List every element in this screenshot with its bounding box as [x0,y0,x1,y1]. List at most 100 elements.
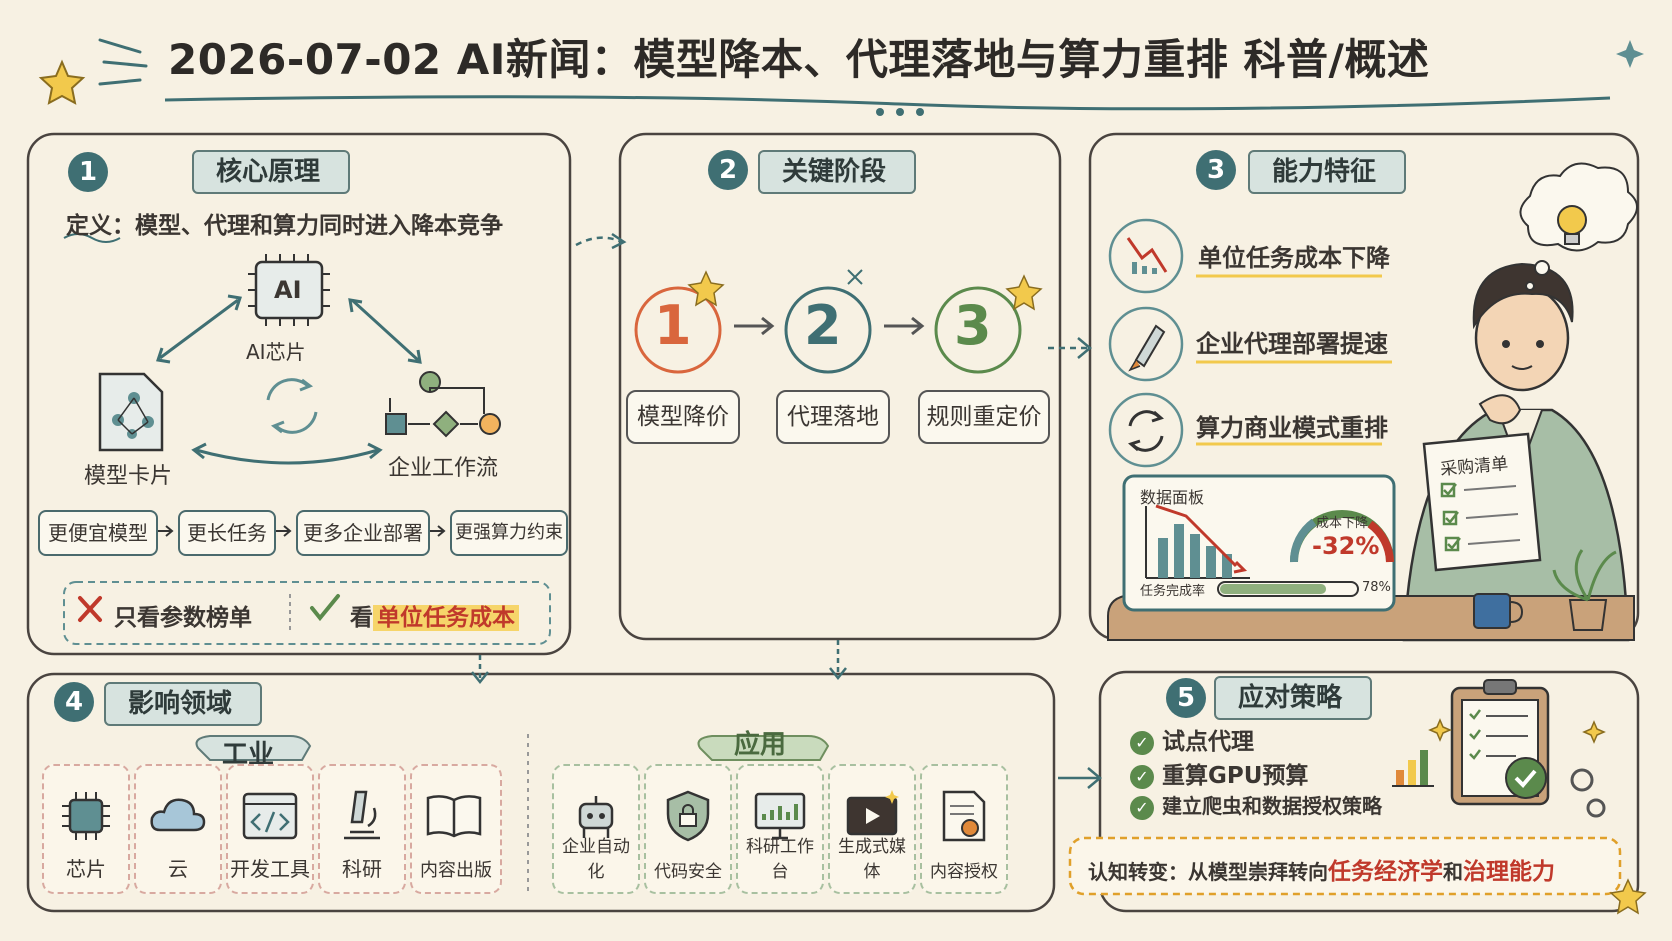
cognition-shift-text: 认知转变：从模型崇拜转向任务经济学和治理能力 [1088,852,1555,886]
chip-icon [62,792,110,840]
cloud-icon [150,798,206,832]
title-underline [164,95,1611,111]
progress-fill [1220,584,1327,594]
app-tile-code-security: 代码安全 [644,764,732,894]
panel1-definition: 定义：模型、代理和算力同时进入降本竞争 [66,213,503,239]
panel1-number-badge: 1 [68,152,108,192]
mug-icon [1473,593,1524,629]
plant-icon [1552,549,1617,631]
bar-chart-icon [1392,750,1434,787]
industry-label-chip: 芯片 [66,857,106,881]
flow-step-1: 更便宜模型 [38,510,158,556]
star-icon [1609,878,1647,915]
checklist-title: 采购清单 [1439,454,1509,480]
panel5-number-badge: 5 [1166,678,1206,718]
trend-down-icon [1126,237,1168,273]
lightbulb-icon [1557,205,1587,245]
feature-icon-frame [1108,218,1184,294]
dashboard-title: 数据面板 [1140,488,1205,507]
industry-tile-publishing: 内容出版 [410,764,502,894]
star-icon [1005,274,1043,311]
sparkle-icon [1616,40,1644,68]
sparkle-icon [1428,718,1452,742]
check-circle-icon: ✓ [1130,730,1154,755]
app-tile-research-workbench: 科研工作台 [736,764,824,894]
app-label-automation: 企业自动化 [562,837,630,882]
industry-label-cloud: 云 [168,857,188,881]
code-window-icon [242,792,298,840]
panel3-heading: 能力特征 [1248,150,1407,194]
monitor-chart-icon [754,792,806,840]
star-icon [38,59,86,105]
node-model-card-label: 模型卡片 [84,464,173,489]
panel2-frame [618,132,1062,641]
industry-tile-chip: 芯片 [42,764,130,894]
industry-tile-devtools: 开发工具 [226,764,314,894]
industry-label-publishing: 内容出版 [420,860,492,881]
industry-label-research: 科研 [342,857,382,881]
gear-icon [1570,768,1606,818]
strategy-item-3: ✓ 建立爬虫和数据授权策略 [1130,790,1382,820]
progress-value: 78% [1362,580,1391,595]
panel4-heading: 影响领域 [104,682,263,726]
app-label-research-workbench: 科研工作台 [746,837,814,882]
panel4-number-badge: 4 [54,682,94,722]
shield-lock-icon [666,790,710,842]
industry-label-devtools: 开发工具 [230,857,310,881]
sparkle-icon [1582,720,1606,744]
stage1-label: 模型降价 [626,390,740,444]
strategy-item-3-label: 建立爬虫和数据授权策略 [1162,794,1382,818]
video-play-icon [846,790,899,836]
stage2-label: 代理落地 [776,390,890,444]
progress-label: 任务完成率 [1140,584,1206,599]
check-circle-icon: ✓ [1130,795,1154,820]
cognition-shift-prefix: 认知转变：从模型崇拜转向 [1088,860,1328,884]
refresh-icon [1128,410,1164,452]
stage2-number: 2 [804,294,842,357]
cognition-shift-mid: 和 [1443,860,1463,884]
page-title: 2026-07-02 AI新闻：模型降本、代理落地与算力重排 科普/概述 [168,35,1430,84]
app-tile-automation: 企业自动化 [552,764,640,894]
microscope-icon [344,790,380,840]
strategy-item-1: ✓ 试点代理 [1130,722,1254,756]
strategy-item-1-label: 试点代理 [1162,729,1254,755]
strategy-item-2-label: 重算GPU预算 [1162,763,1309,789]
strategy-item-2: ✓ 重算GPU预算 [1130,756,1308,790]
robot-icon [578,796,614,838]
cycle-icon [266,378,318,434]
feature-2: 企业代理部署提速 [1196,330,1388,358]
panel2-heading: 关键阶段 [758,150,917,194]
flow-step-2: 更长任务 [178,510,276,556]
app-label: 应用 [734,730,787,760]
model-card-icon [98,372,164,452]
panel3-number-badge: 3 [1196,150,1236,190]
panel5-heading: 应对策略 [1214,676,1373,720]
stage3-label: 规则重定价 [918,390,1050,444]
industry-tile-research: 科研 [318,764,406,894]
app-tile-generative-media: 生成式媒体 [828,764,916,894]
check-circle-icon: ✓ [1130,764,1154,789]
panel1-heading: 核心原理 [192,150,351,194]
rocket-icon [1134,324,1166,368]
flow-step-3: 更多企业部署 [296,510,430,556]
app-label-code-security: 代码安全 [654,862,722,882]
wrong-approach-label: 只看参数榜单 [114,605,252,631]
node-workflow-label: 企业工作流 [388,456,499,481]
thought-bubble [1519,162,1638,291]
stage3-number: 3 [954,294,992,357]
right-approach-highlight: 单位任务成本 [373,605,519,631]
stage1-number: 1 [654,294,692,357]
node-ai-chip-label: AI芯片 [246,340,306,364]
flow-step-4: 更强算力约束 [450,510,568,556]
gauge-label: 成本下降 [1316,516,1369,531]
cognition-shift-highlight-2: 治理能力 [1463,859,1555,885]
workflow-icon [385,371,501,438]
gauge-value: -32% [1312,532,1380,560]
panel3-frame [1088,132,1640,641]
feature-3: 算力商业模式重排 [1196,414,1388,442]
clipboard-icon [1450,679,1550,806]
trend-down-icon [1155,504,1238,568]
app-label-generative-media: 生成式媒体 [838,837,906,882]
right-approach-prefix: 看 [350,605,373,631]
cross-icon [78,596,102,622]
